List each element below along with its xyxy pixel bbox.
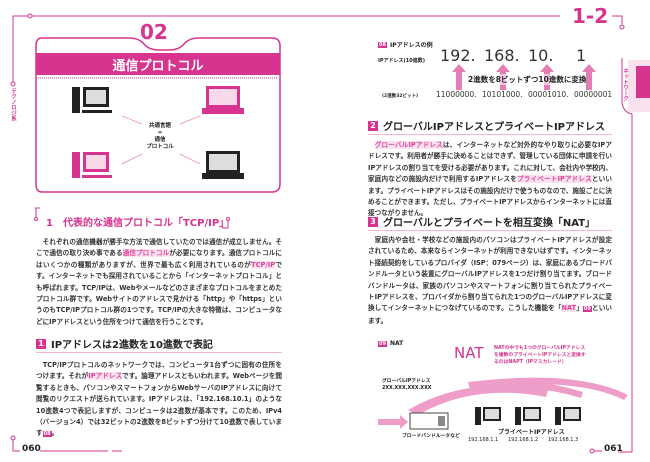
figure-no: 08: [378, 41, 387, 48]
decimal-row-label: IPアドレス(10進数): [378, 58, 426, 64]
heading-global-private: 2 グローバルIPアドレスとプライベートIPアドレス: [368, 118, 605, 133]
section-num: 3: [368, 216, 378, 227]
section-title: グローバルとプライベートを相互変換「NAT」: [383, 218, 596, 229]
binary-value: 11000000.: [436, 90, 477, 99]
figure-no: 09: [378, 340, 387, 347]
binary-value: 10101000.: [482, 90, 523, 99]
paragraph-nat: 家庭内や会社・学校などの施設内のパソコンはプライベートIPアドレスが設定されてい…: [368, 235, 612, 327]
figure-title: NAT: [389, 340, 404, 347]
section-num: 1: [36, 338, 46, 349]
page-number-left: 060: [22, 444, 41, 454]
laptop-icon: [202, 151, 244, 179]
section-title: IPアドレスは2進数を10進数で表記: [51, 340, 213, 351]
desktop-pc-icon: [72, 87, 112, 113]
label-common-language: 共通言語: [148, 123, 171, 129]
binary-value: 00000001: [574, 90, 613, 99]
highlight: プライベートIPアドレス: [517, 175, 592, 184]
page-number-right: 061: [604, 444, 623, 454]
diagram-center-label: 共通言語 = 通信 プロトコル: [137, 123, 183, 151]
text: です。論理アドレスともいわれます。Webページを閲覧するときも、パソコンやスマー…: [36, 372, 282, 438]
side-tab-left: テクノロジ系: [10, 88, 16, 121]
text: 家庭内や会社・学校などの施設内のパソコンはプライベートIPアドレスが設定されてい…: [368, 236, 612, 313]
decimal-value: 168.: [484, 46, 520, 65]
global-ip-title: グローバルIPアドレス: [382, 379, 431, 384]
private-ip: 192.168.1.2: [508, 437, 539, 443]
desktop-pc-pink-icon: [72, 152, 112, 178]
text: は、インターネットなど対外的なやり取りに必要なIPアドレスです。利用者が勝手に決…: [368, 141, 612, 184]
text: TCP/IPプロトコルのネットワークでは、コンピュータ1台ずつに固有の住所をつけ…: [36, 361, 283, 381]
heading-nat: 3 グローバルとプライベートを相互変換「NAT」: [368, 214, 595, 229]
divider: [368, 230, 612, 231]
highlight: NAT: [561, 304, 577, 313]
chapter-title: 通信プロトコル: [112, 59, 204, 74]
divider: [36, 352, 282, 353]
text: 。: [51, 429, 59, 438]
pc-icons: [475, 407, 581, 425]
decimal-value: 1: [576, 46, 587, 65]
figure-title: IPアドレスの例: [389, 42, 433, 49]
nat-big-label: NAT: [454, 344, 484, 362]
paragraph-tcpip: それぞれの通信機器が勝手な方法で通信していたのでは通信が成立しません。そこで通信…: [36, 237, 282, 328]
chapter-number: 02: [140, 20, 168, 44]
text: が必要になります。通信プロトコルにはいくつかの種類がありますが、世界で最も広く利…: [36, 249, 283, 269]
heading-ip-address: 1 IPアドレスは2進数を10進数で表記: [36, 336, 213, 351]
chapter-box: [35, 37, 281, 193]
section-num: 1: [46, 218, 53, 229]
highlight: IPアドレス: [88, 372, 123, 381]
paragraph-global-private: グローバルIPアドレスは、インターネットなど対外的なやり取りに必要なIPアドレス…: [368, 140, 612, 220]
private-ip: 192.168.1.1: [468, 437, 499, 443]
decimal-value: 10.: [528, 46, 554, 65]
divider: [368, 134, 612, 135]
section-title: グローバルIPアドレスとプライベートIPアドレス: [383, 122, 605, 133]
section-number: 1-2: [572, 4, 609, 28]
private-ip-label: プライベートIPアドレス: [498, 429, 565, 436]
nat-note: NATの中でも1つのグローバルIPアドレスを複数のプライベートIPアドレスと変換…: [494, 346, 586, 365]
global-ip-value: 2XX.XXX.XXX.XXX: [382, 386, 432, 391]
highlight: TCP/IP: [251, 260, 276, 269]
figure-ref: 09: [582, 306, 592, 313]
router-icon: [409, 412, 449, 430]
binary-value: 00001010.: [528, 90, 569, 99]
text: です。インターネットでも採用されていることから「インターネットプロトコル」とも呼…: [36, 260, 282, 326]
figure-ref: 08: [42, 431, 52, 438]
private-ip: 192.168.1.3: [548, 437, 579, 443]
text: といいます。: [368, 304, 612, 325]
highlight: 通信プロトコル: [122, 249, 170, 258]
highlight: グローバルIPアドレス: [374, 141, 443, 149]
text: それぞれの通信機器が勝手な方法で通信していたのでは通信が成立しません。そこで通信…: [36, 238, 283, 258]
label-equals: =: [157, 130, 163, 136]
binary-row-label: (2進数32ビット): [382, 94, 419, 99]
label-protocol: プロトコル: [146, 144, 174, 150]
section-num: 2: [368, 120, 378, 131]
global-ip-label: グローバルIPアドレス 2XX.XXX.XXX.XXX: [382, 378, 432, 392]
decimal-value: 192.: [440, 46, 476, 65]
side-tab-right: ネットワーク: [622, 68, 628, 101]
section-title: 代表的な通信プロトコル「TCP/IP」: [62, 218, 230, 229]
arrows: [121, 115, 201, 165]
laptop-pink-icon: [202, 86, 244, 114]
convert-label: 2進数を8ビットずつ10進数に変換: [468, 74, 587, 85]
paragraph-ip: TCP/IPプロトコルのネットワークでは、コンピュータ1台ずつに固有の住所をつけ…: [36, 360, 282, 441]
section-heading-1: 1 代表的な通信プロトコル「TCP/IP」: [46, 214, 229, 229]
router-label: ブロードバンドルータなど: [402, 434, 460, 439]
nat-diagram: [378, 377, 628, 430]
label-tsushin: 通信: [154, 137, 166, 143]
text: 」: [576, 304, 583, 313]
text: といいます。プライベートIPアドレスはその施設内だけで使うものなので、施設ごとに…: [368, 175, 613, 218]
